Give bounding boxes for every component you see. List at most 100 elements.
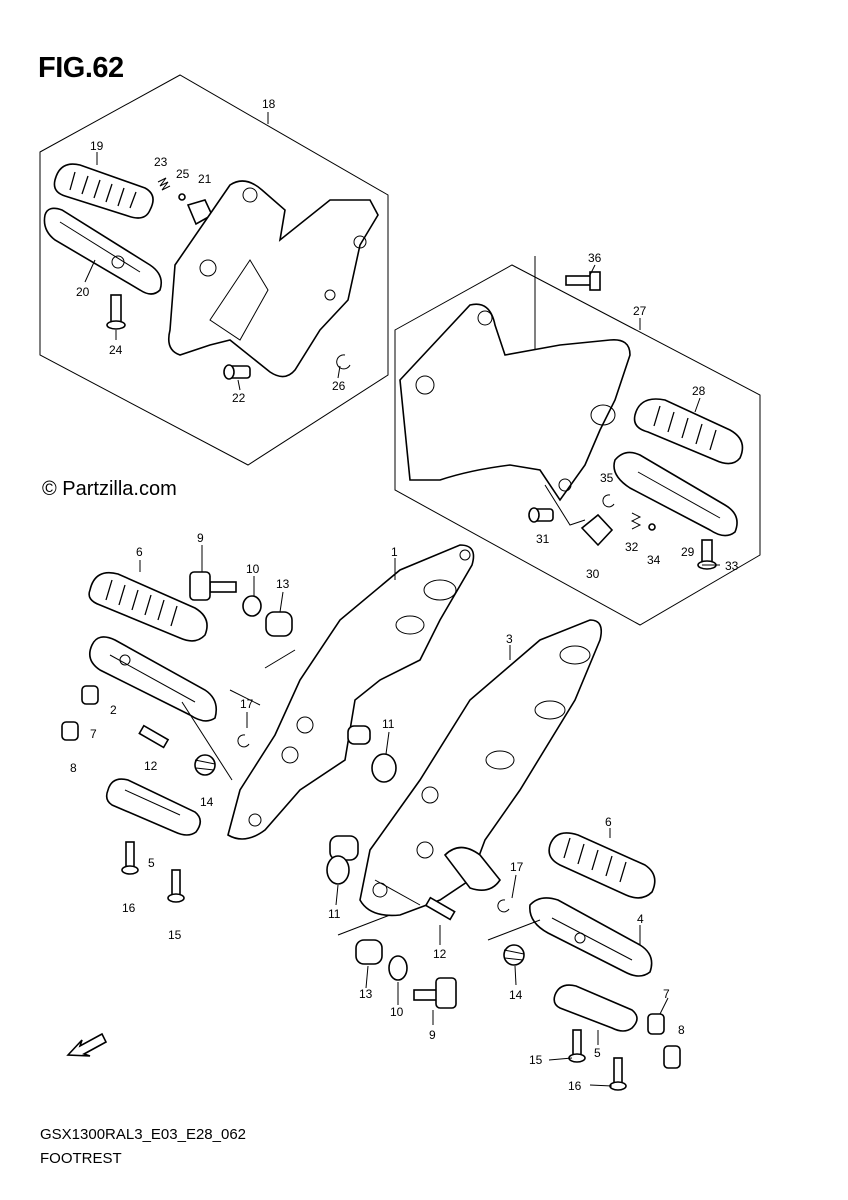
callout-25: 25 [176,167,190,181]
callout-34: 34 [647,553,661,567]
callout-27: 27 [633,304,647,318]
part-2-footpeg[interactable] [89,636,218,722]
callout-8-lower: 8 [678,1023,685,1037]
callout-9-lower: 9 [429,1028,436,1042]
part-31-pin[interactable] [528,507,554,523]
callout-33: 33 [725,559,739,573]
part-24-bolt[interactable] [106,294,126,330]
callout-29: 29 [681,545,695,559]
callout-21: 21 [198,172,212,186]
part-13-bushing[interactable] [265,611,293,637]
callout-10-upper: 10 [246,562,260,576]
callout-9-upper: 9 [197,531,204,545]
callout-23: 23 [154,155,168,169]
part-3-bracket[interactable] [359,619,603,917]
part-6-footpeg-rubber-left[interactable] [88,571,208,642]
part-16-bolt[interactable] [121,841,139,875]
callout-19: 19 [90,139,104,153]
forward-direction-arrow-icon [66,1032,108,1057]
model-code: GSX1300RAL3_E03_E28_062 [40,1126,247,1143]
callout-22: 22 [232,391,246,405]
part-17-clip-right[interactable] [497,899,510,913]
callout-12-upper: 12 [144,759,158,773]
part-6-footpeg-rubber-right[interactable] [548,832,656,899]
part-17-clip[interactable] [237,734,250,748]
part-8-rubber-cap-right[interactable] [663,1045,681,1069]
callout-2: 2 [110,703,117,717]
callout-12-lower: 12 [433,947,447,961]
callout-11-lower: 11 [328,907,341,921]
part-9-bolt-lower[interactable] [413,977,457,1009]
callout-15-upper: 15 [168,928,182,942]
part-23-spring[interactable] [157,177,171,191]
callout-15-lower: 15 [529,1053,543,1067]
part-4-footpeg[interactable] [529,897,653,977]
part-13-bushing-lower[interactable] [355,939,383,965]
part-1-bracket[interactable] [227,544,475,861]
part-14-spring[interactable] [194,754,216,776]
part-7-rubber-cap-right[interactable] [647,1013,665,1035]
part-12-pin[interactable] [138,724,170,749]
callout-20: 20 [76,285,90,299]
callout-5-upper: 5 [148,856,155,870]
part-5-footpeg-plate[interactable] [105,778,202,836]
part-8-rubber-cap[interactable] [61,721,79,741]
callout-31: 31 [536,532,550,546]
callout-3: 3 [506,632,513,646]
part-15-bolt[interactable] [167,869,185,903]
copyright-notice: © Partzilla.com [42,478,177,500]
part-34-ball[interactable] [648,523,656,531]
callout-14-lower: 14 [509,988,523,1002]
callout-7-lower: 7 [663,987,670,1001]
callout-labels: 18 19 23 25 21 20 24 22 26 36 27 28 35 3… [70,97,739,1093]
part-10-washer[interactable] [242,595,262,617]
assembly-box-18 [39,74,389,466]
part-9-bolt[interactable] [189,571,237,601]
part-5-footpeg-plate-right[interactable] [553,984,638,1032]
callout-7-upper: 7 [90,727,97,741]
part-7-rubber-cap[interactable] [81,685,99,705]
part-19-footpeg-rubber[interactable] [53,163,154,219]
callout-36: 36 [588,251,602,265]
callout-13-upper: 13 [276,577,290,591]
callout-30: 30 [586,567,600,581]
part-11-washer[interactable] [371,753,397,783]
callout-4: 4 [637,912,644,926]
part-36-bolt[interactable] [565,271,601,291]
part-35-clip[interactable] [602,494,615,508]
part-10-washer-lower[interactable] [388,955,408,981]
callout-35: 35 [600,471,614,485]
part-26-clip[interactable] [336,354,351,370]
callout-6-lower: 6 [605,815,612,829]
callout-28: 28 [692,384,706,398]
callout-8-upper: 8 [70,761,77,775]
part-27-bracket[interactable] [399,303,631,502]
part-12-pin-lower[interactable] [424,896,456,921]
section-name: FOOTREST [40,1150,122,1167]
part-32-spring[interactable] [630,512,642,530]
callout-11-upper: 11 [382,717,395,731]
callout-32: 32 [625,540,639,554]
callout-5-lower: 5 [594,1046,601,1060]
part-11-washer-lower[interactable] [326,855,350,885]
part-25-ball[interactable] [178,193,186,201]
part-30-plate[interactable] [580,513,614,547]
part-18-bracket[interactable] [167,180,379,378]
part-28-footpeg-rubber[interactable] [633,398,744,465]
callout-10-lower: 10 [390,1005,404,1019]
part-22-pin[interactable] [223,364,251,380]
callout-26: 26 [332,379,346,393]
part-29-footpeg[interactable] [613,451,738,537]
callout-16-lower: 16 [568,1079,582,1093]
callout-13-lower: 13 [359,987,373,1001]
part-15-bolt-right[interactable] [568,1029,586,1063]
callout-24: 24 [109,343,123,357]
assembly-box-27 [394,264,761,626]
part-20-footpeg[interactable] [43,207,163,295]
part-16-bolt-right[interactable] [609,1057,627,1091]
leader-lines [84,152,720,1087]
callout-1: 1 [391,545,398,559]
callout-16-upper: 16 [122,901,136,915]
part-14-spring-lower[interactable] [503,944,525,966]
